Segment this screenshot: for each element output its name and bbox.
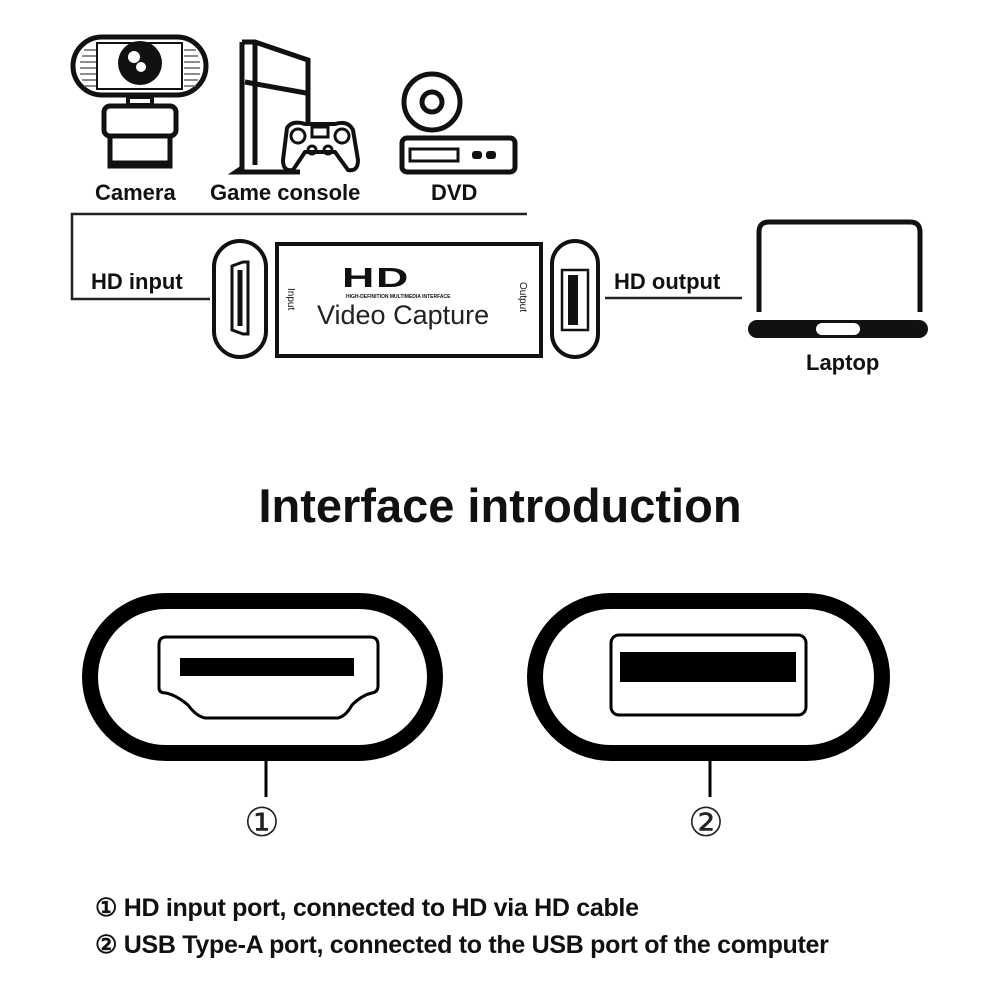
hdmi-port-small-icon <box>212 239 268 359</box>
source-label-dvd: DVD <box>431 180 478 205</box>
game-console-icon <box>227 39 361 175</box>
usb-port-small-icon <box>550 239 600 359</box>
port-marker-1: ① <box>244 800 280 846</box>
hdmi-port-icon <box>82 593 443 797</box>
laptop-label: Laptop <box>806 350 880 375</box>
source-label-game-console: Game console <box>210 180 361 205</box>
note-hdmi-port: ① HD input port, connected to HD via HD … <box>95 894 639 922</box>
dvd-player-icon <box>399 71 518 175</box>
device-side-output: Output <box>517 282 528 313</box>
video-capture-device <box>275 242 543 358</box>
laptop-icon <box>748 219 928 338</box>
usb-a-port-icon <box>527 593 890 797</box>
note-usb-port: ② USB Type-A port, connected to the USB … <box>95 931 829 959</box>
hd-output-label: HD output <box>614 269 721 294</box>
device-logo: HD <box>342 262 410 293</box>
source-label-camera: Camera <box>95 180 176 205</box>
webcam-icon <box>70 34 209 169</box>
device-name: Video Capture <box>317 300 490 330</box>
hd-input-label: HD input <box>91 269 183 294</box>
section-title: Interface introduction <box>258 479 742 532</box>
device-side-input: Input <box>285 288 296 311</box>
connection-lines <box>70 212 742 301</box>
device-subtitle: HIGH-DEFINITION MULTIMEDIA INTERFACE <box>346 294 451 300</box>
port-marker-2: ② <box>688 800 724 846</box>
